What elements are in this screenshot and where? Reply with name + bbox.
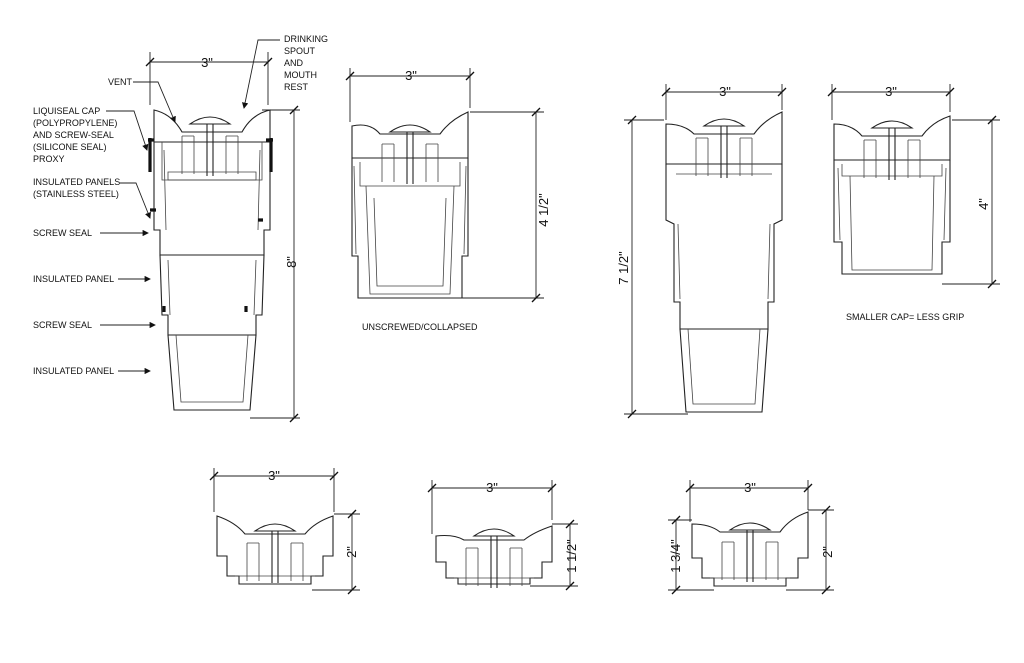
main-cup-drawing xyxy=(148,109,273,411)
cap-label-3: AND SCREW-SEAL xyxy=(33,130,114,140)
cap3-right-height-dimension: 2" xyxy=(786,505,835,595)
cap1-width-dimension: 3" xyxy=(209,468,339,512)
collapsed-height-label: 4 1/2" xyxy=(536,193,551,227)
main-height-label: 8" xyxy=(284,256,299,268)
collapsed-width-label: 3" xyxy=(405,68,417,83)
cap3-drawing xyxy=(691,511,809,587)
main-width-label: 3" xyxy=(201,55,213,70)
screw-seal-label-2: SCREW SEAL xyxy=(33,320,92,330)
cap2-height-dimension: 1 1/2" xyxy=(530,519,579,591)
alt-cup-drawing xyxy=(665,111,783,413)
spout-label-1: DRINKING xyxy=(284,34,328,44)
cap3-width-dimension: 3" xyxy=(685,480,813,522)
insulated-panels-label-2: (STAINLESS STEEL) xyxy=(33,189,119,199)
collapsed-width-dimension: 3" xyxy=(345,68,475,122)
collapsed-height-dimension: 4 1/2" xyxy=(462,107,551,303)
cap2-drawing xyxy=(435,525,553,589)
spout-label-3: AND xyxy=(284,58,304,68)
small-cup-drawing xyxy=(833,115,951,275)
spout-label-4: MOUTH xyxy=(284,70,317,80)
cap-label-2: (POLYPROPYLENE) xyxy=(33,118,117,128)
cap3-right-height-label: 2" xyxy=(820,546,835,558)
callout-insulated-panel-1: INSULATED PANEL xyxy=(33,274,151,284)
cap3-left-height-dimension: 1 3/4" xyxy=(668,515,714,595)
cap3-left-height-label: 1 3/4" xyxy=(668,539,683,573)
callout-cap: LIQUISEAL CAP (POLYPROPYLENE) AND SCREW-… xyxy=(33,106,149,164)
callout-screw-seal-2: SCREW SEAL xyxy=(33,320,156,330)
cap3-width-label: 3" xyxy=(744,480,756,495)
alt-width-label: 3" xyxy=(719,84,731,99)
small-height-dimension: 4" xyxy=(942,115,1000,289)
cap1-height-dimension: 2" xyxy=(312,509,360,595)
insulated-panels-label-1: INSULATED PANELS xyxy=(33,177,120,187)
unscrewed-caption: UNSCREWED/COLLAPSED xyxy=(362,322,478,332)
small-height-label: 4" xyxy=(976,198,991,210)
cap-label-4: (SILICONE SEAL) xyxy=(33,142,107,152)
cap1-drawing xyxy=(216,515,334,585)
cap2-width-label: 3" xyxy=(486,480,498,495)
spout-label-2: SPOUT xyxy=(284,46,316,56)
smaller-cap-caption: SMALLER CAP= LESS GRIP xyxy=(846,312,964,322)
callout-insulated-panels: INSULATED PANELS (STAINLESS STEEL) xyxy=(33,177,151,219)
alt-height-dimension: 7 1/2" xyxy=(616,115,688,419)
callout-insulated-panel-2: INSULATED PANEL xyxy=(33,366,151,376)
cap2-height-label: 1 1/2" xyxy=(564,539,579,573)
small-width-dimension: 3" xyxy=(827,84,955,120)
collapsed-cup-drawing xyxy=(351,111,469,299)
screw-seal-label-1: SCREW SEAL xyxy=(33,228,92,238)
insulated-panel-label-2: INSULATED PANEL xyxy=(33,366,114,376)
callout-spout: DRINKING SPOUT AND MOUTH REST xyxy=(242,34,328,109)
alt-width-dimension: 3" xyxy=(661,84,787,120)
cap1-width-label: 3" xyxy=(268,468,280,483)
insulated-panel-label-1: INSULATED PANEL xyxy=(33,274,114,284)
vent-label: VENT xyxy=(108,77,133,87)
main-height-dimension: 8" xyxy=(250,105,300,423)
alt-height-label: 7 1/2" xyxy=(616,251,631,285)
cap2-width-dimension: 3" xyxy=(427,480,557,534)
cap-label-1: LIQUISEAL CAP xyxy=(33,106,100,116)
cap-label-5: PROXY xyxy=(33,154,65,164)
cap1-height-label: 2" xyxy=(344,546,359,558)
small-width-label: 3" xyxy=(885,84,897,99)
callout-screw-seal-1: SCREW SEAL xyxy=(33,228,149,238)
main-width-dimension: 3" xyxy=(145,52,273,105)
callout-vent: VENT xyxy=(108,77,176,123)
spout-label-5: REST xyxy=(284,82,309,92)
